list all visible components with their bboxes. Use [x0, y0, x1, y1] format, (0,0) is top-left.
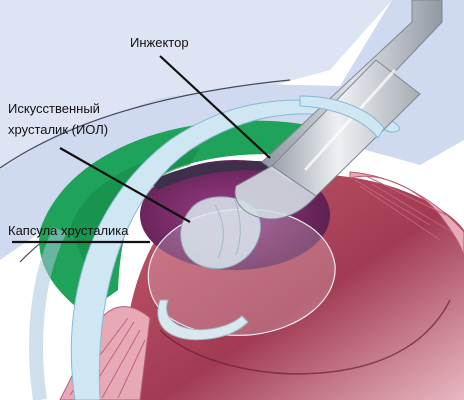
- leader-line-iol: [59, 147, 191, 223]
- label-iol-line1: Искусственный: [8, 101, 100, 116]
- injector: [234, 0, 443, 220]
- label-capsule: Капсула хрусталика: [8, 223, 129, 238]
- cornea: [70, 99, 400, 400]
- inner-eye-contour: [159, 299, 451, 375]
- iol-fold: [214, 199, 241, 259]
- ciliary-fibers-right: [354, 175, 453, 241]
- injector-highlight: [303, 68, 397, 172]
- iol-haptic: [157, 299, 249, 341]
- pupil-edge: [150, 160, 300, 190]
- iris: [39, 120, 350, 310]
- leader-line-injector: [159, 55, 271, 159]
- label-iol-line2: хрусталик (ИОЛ): [8, 122, 108, 137]
- label-injector: Инжектор: [130, 35, 189, 50]
- cornea-rim-left: [29, 226, 67, 400]
- iol-optic: [180, 196, 261, 270]
- ciliary-tissue-right: [349, 171, 464, 261]
- corneal-incision-arc: [299, 95, 385, 139]
- injector-tip: [234, 165, 317, 220]
